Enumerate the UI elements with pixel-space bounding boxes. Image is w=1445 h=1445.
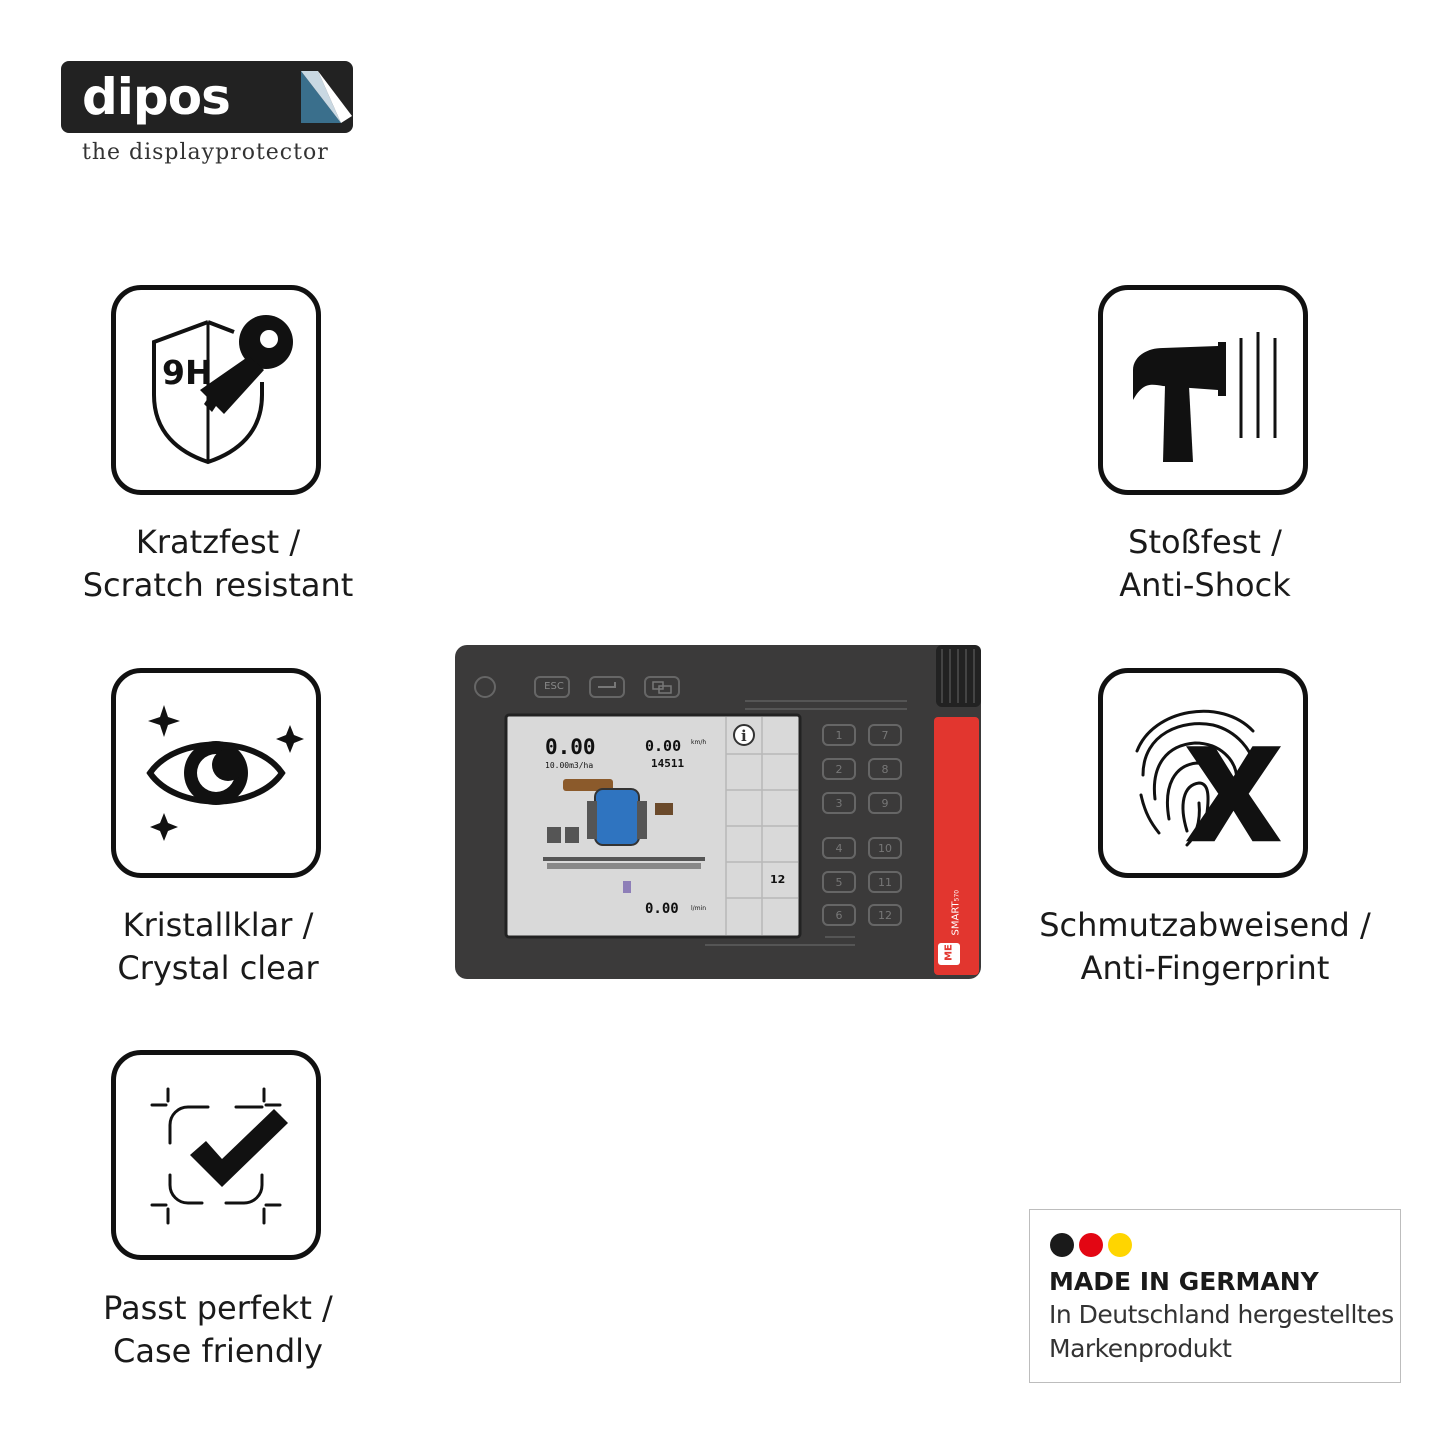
softkey-2[interactable]: 2 (835, 763, 843, 776)
amount-readout: 0.00 (545, 735, 596, 759)
svg-text:9H: 9H (162, 353, 213, 392)
softkey-5[interactable]: 5 (835, 876, 843, 889)
device-brand-logo: ME (943, 944, 955, 961)
feature-fingerprint-caption: Schmutzabweisend / Anti-Fingerprint (1039, 906, 1371, 987)
made-in-germany-line2: Markenprodukt (1049, 1334, 1232, 1363)
feature-fit-caption: Passt perfekt / Case friendly (103, 1289, 333, 1370)
flag-dot-black (1050, 1233, 1074, 1257)
feature-clear-caption: Kristallklar / Crystal clear (117, 906, 319, 987)
softkey-7[interactable]: 7 (881, 729, 889, 742)
softkey-12[interactable]: 12 (878, 909, 892, 922)
softkey-10[interactable]: 10 (878, 842, 892, 855)
speed-unit: km/h (691, 739, 707, 746)
softkey-11[interactable]: 11 (878, 876, 892, 889)
hammer-icon (1133, 332, 1277, 462)
terminal-device: i ESC 0.00 10.00m3/ha 0.00 km/h 14511 0.… (455, 645, 981, 979)
eye-sparkle-icon (146, 705, 304, 841)
power-button[interactable] (478, 678, 494, 696)
feature-scratch-caption: Kratzfest / Scratch resistant (82, 523, 354, 604)
flag-dot-red (1079, 1233, 1103, 1257)
speed-readout: 0.00 (645, 737, 682, 755)
softkey-4[interactable]: 4 (835, 842, 843, 855)
softkey-8[interactable]: 8 (881, 763, 889, 776)
logo-corner-icon (301, 71, 352, 123)
terminal-device-art: i (474, 645, 981, 975)
made-in-germany-title: MADE IN GERMANY (1049, 1267, 1319, 1296)
feature-fingerprint-tile (1098, 668, 1308, 878)
softkey-1[interactable]: 1 (835, 729, 843, 742)
enter-button[interactable] (592, 677, 626, 697)
softkey-9[interactable]: 9 (881, 797, 889, 810)
rate-readout: 10.00m3/ha (545, 761, 594, 770)
counter-readout: 14511 (651, 757, 685, 770)
shield-key-icon: 9H (152, 315, 293, 465)
flow-readout: 0.00 (645, 901, 679, 917)
feature-scratch-tile: 9H (111, 285, 321, 495)
svg-text:i: i (741, 727, 747, 745)
fingerprint-x-icon (1135, 709, 1281, 847)
flow-unit: l/min (691, 905, 707, 912)
esc-button[interactable]: ESC (544, 681, 564, 692)
feature-clear-tile (111, 668, 321, 878)
brand-tagline: the displayprotector (82, 140, 329, 165)
feature-fit-tile (111, 1050, 321, 1260)
switch-window-button[interactable] (647, 677, 681, 697)
made-in-germany-line1: In Deutschland hergestelltes (1049, 1300, 1394, 1329)
device-model-label: SMART570 (950, 889, 962, 936)
checkmark-frame-icon (150, 1087, 288, 1225)
screen-icon-number: 12 (770, 873, 786, 886)
brand-name: dipos (82, 68, 231, 126)
feature-shock-tile (1098, 285, 1308, 495)
feature-shock-caption: Stoßfest / Anti-Shock (1119, 523, 1291, 604)
flag-dot-gold (1108, 1233, 1132, 1257)
softkey-3[interactable]: 3 (835, 797, 843, 810)
made-in-germany-badge: MADE IN GERMANY In Deutschland hergestel… (1029, 1209, 1401, 1383)
softkey-6[interactable]: 6 (835, 909, 843, 922)
